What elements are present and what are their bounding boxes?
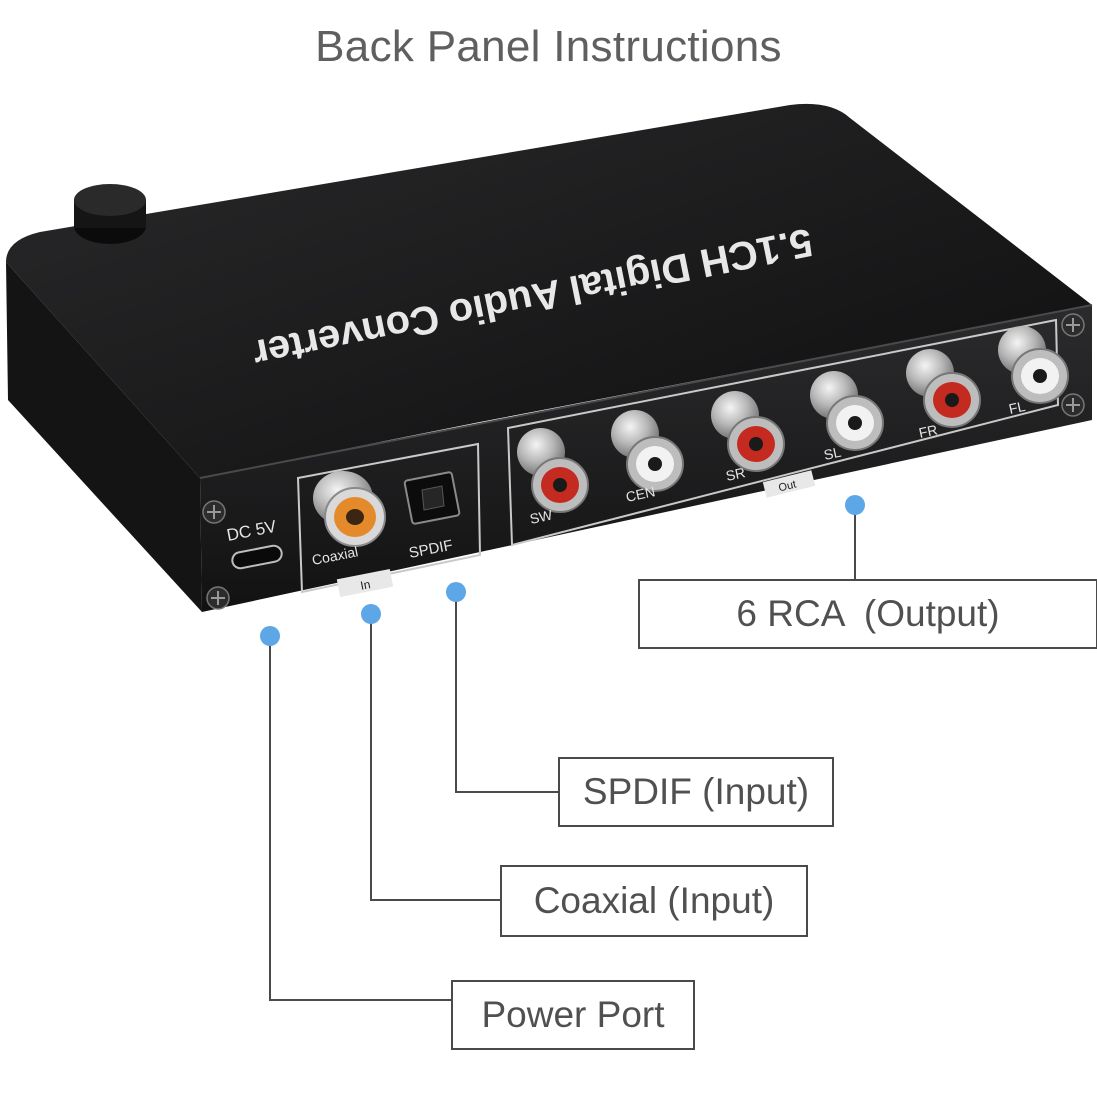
screw-icon [202, 500, 226, 524]
out-label-sw: SW [528, 506, 554, 527]
usb-c-port-icon [231, 544, 283, 570]
output-group-frame [506, 318, 1060, 547]
leader-line-spdif [455, 594, 558, 793]
callout-coaxial-input: Coaxial (Input) [500, 865, 808, 937]
rca-jack-sl-icon [810, 371, 884, 451]
output-group-tab [762, 470, 816, 498]
rca-jack-fl-icon [998, 326, 1069, 404]
out-label-fl: FL [1007, 398, 1027, 417]
input-group-frame [296, 442, 482, 594]
rca-jack-sr-icon [711, 391, 785, 472]
page-title: Back Panel Instructions [315, 22, 782, 71]
callout-power-port: Power Port [451, 980, 695, 1050]
input-group-tab [336, 569, 394, 597]
leader-line-coaxial [370, 616, 500, 901]
rca-jack-fr-icon [906, 349, 981, 428]
indicator-dot-spdif [446, 582, 466, 602]
out-label-sr: SR [724, 464, 746, 484]
rca-jack-sw-icon [517, 428, 589, 513]
device-side-panel [6, 262, 202, 612]
out-label-cen: CEN [624, 483, 656, 505]
indicator-dot-power [260, 626, 280, 646]
indicator-dot-rca [845, 495, 865, 515]
rca-jack-cen-icon [611, 410, 684, 492]
spdif-port-icon [403, 471, 461, 525]
leader-line-power [269, 638, 451, 1001]
input-group-label: In [359, 577, 372, 593]
callout-spdif-input: SPDIF (Input) [558, 757, 834, 827]
coaxial-jack-icon [313, 471, 386, 547]
out-label-sl: SL [822, 444, 842, 463]
out-label-fr: FR [917, 421, 939, 441]
callout-rca-output: 6 RCA (Output) [638, 579, 1097, 649]
screw-icon [1061, 393, 1085, 417]
screw-icon [206, 586, 230, 610]
device-top-surface [6, 103, 1092, 479]
output-group-label: Out [777, 478, 797, 494]
screw-icon [1061, 313, 1085, 337]
indicator-dot-coaxial [361, 604, 381, 624]
knob-icon [74, 184, 146, 244]
